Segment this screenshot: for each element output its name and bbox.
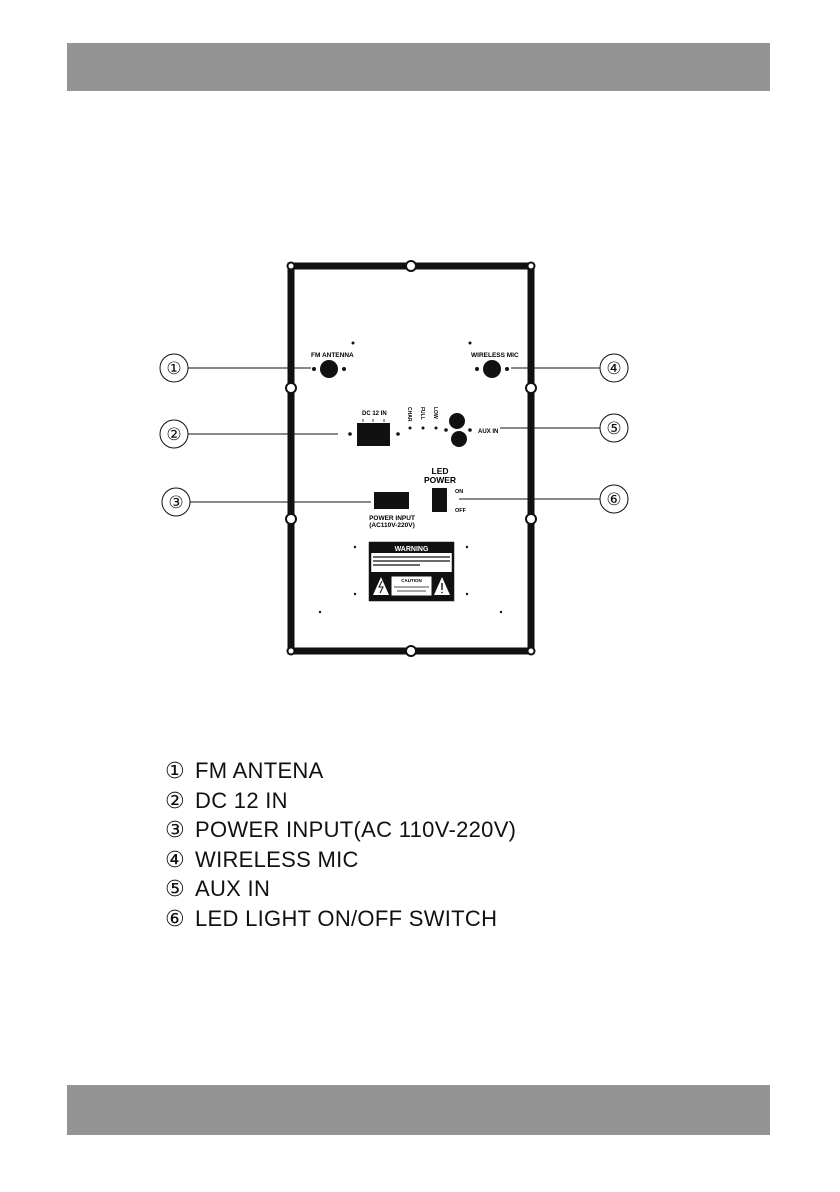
legend-label: POWER INPUT(AC 110V-220V) [195,817,516,842]
legend-number: ⑥ [165,904,195,934]
callout-2: ② [166,425,181,444]
legend-label: DC 12 IN [195,788,288,813]
aux-in-label: AUX IN [478,429,498,435]
led-power-switch [432,488,447,512]
legend-label: WIRELESS MIC [195,847,359,872]
switch-off-label: OFF [455,508,467,514]
callout-3: ③ [168,493,183,512]
aux-in-jack-bottom [451,431,467,447]
dc-12-in-port [357,423,390,446]
wireless-mic-label: WIRELESS MIC [471,352,519,359]
warning-label: WARNING CAUTION [370,543,453,600]
legend-number: ③ [165,815,195,845]
legend-number: ② [165,786,195,816]
switch-on-label: ON [455,489,463,495]
power-label: POWER [424,475,456,485]
power-input-label-line2: (AC110V-220V) [369,522,415,529]
wireless-mic-jack [483,360,501,378]
legend-label: FM ANTENA [195,758,324,783]
dc-12-in-label: DC 12 IN [362,411,387,417]
low-indicator-label: LOW [432,407,438,419]
legend-label: LED LIGHT ON/OFF SWITCH [195,906,497,931]
fm-antenna-jack [320,360,338,378]
callout-4: ④ [606,359,621,378]
legend-label: AUX IN [195,876,270,901]
caution-title: CAUTION [401,578,422,583]
power-input-socket [374,492,409,509]
legend-number: ④ [165,845,195,875]
callout-6: ⑥ [606,490,621,509]
footer-band [67,1085,770,1135]
legend-number: ① [165,756,195,786]
aux-in-jack-top [449,413,465,429]
power-input-label-line1: POWER INPUT [369,515,415,522]
callout-1: ① [166,359,181,378]
legend-number: ⑤ [165,874,195,904]
full-indicator-label: FULL [419,407,425,420]
char-indicator-label: CHAR [406,407,412,422]
fm-antenna-label: FM ANTENNA [311,352,354,359]
callout-5: ⑤ [606,419,621,438]
warning-title: WARNING [395,546,429,553]
